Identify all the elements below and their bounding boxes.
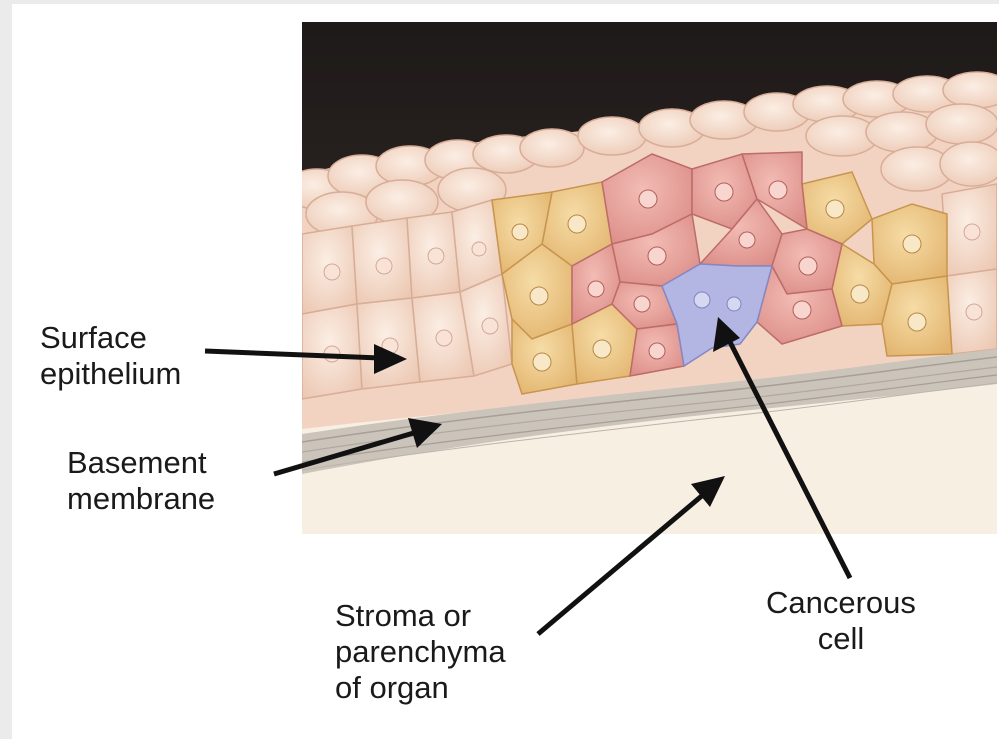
label-stroma: Stroma or parenchyma of organ bbox=[335, 598, 506, 706]
label-line: Stroma or bbox=[335, 598, 506, 634]
label-basement-membrane: Basement membrane bbox=[67, 445, 215, 517]
label-surface-epithelium: Surface epithelium bbox=[40, 320, 181, 392]
label-line: of organ bbox=[335, 670, 506, 706]
label-line: Basement bbox=[67, 445, 215, 481]
cancerous-cell-nucleus bbox=[694, 292, 710, 308]
label-line: epithelium bbox=[40, 356, 181, 392]
label-line: Surface bbox=[40, 320, 181, 356]
label-line: parenchyma bbox=[335, 634, 506, 670]
label-line: membrane bbox=[67, 481, 215, 517]
label-line: cell bbox=[766, 621, 916, 657]
tissue-panel bbox=[285, 22, 999, 534]
label-line: Cancerous bbox=[766, 585, 916, 621]
diagram-frame: Surface epithelium Basement membrane Str… bbox=[12, 4, 999, 739]
cancerous-cell-nucleus bbox=[727, 297, 741, 311]
label-cancerous-cell: Cancerous cell bbox=[766, 585, 916, 657]
